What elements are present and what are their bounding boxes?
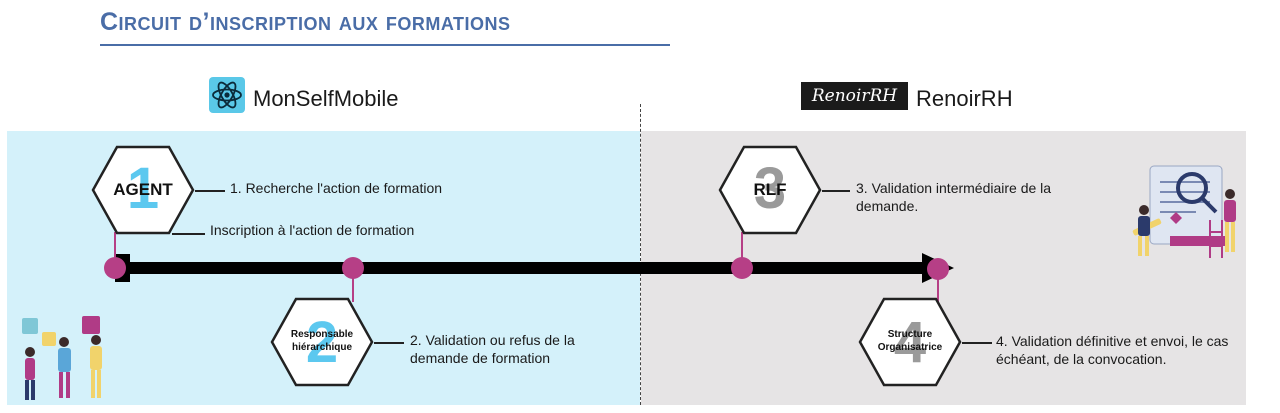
react-atom-icon <box>209 77 245 113</box>
monselfmobile-label: MonSelfMobile <box>253 86 399 111</box>
timeline-dot-3 <box>731 257 753 279</box>
step-3-actor: RLF <box>753 180 787 199</box>
document-review-illustration <box>1126 160 1244 262</box>
step-2-number: 2 <box>305 310 339 375</box>
step-1-subtext-leader <box>172 233 205 235</box>
step-1-hexagon: 1 AGENT <box>91 145 195 235</box>
step-3-text: 3. Validation intermédiaire de la demand… <box>856 180 1052 214</box>
puzzle-team-illustration <box>16 312 126 404</box>
renoirrh-logo: RenoirRH <box>801 82 908 110</box>
step-2-connector <box>352 270 354 302</box>
step-2-text: 2. Validation ou refus de la demande de … <box>410 332 575 366</box>
step-3-connector <box>741 232 743 268</box>
step-4-text: 4. Validation définitive et envoi, le ca… <box>996 333 1229 367</box>
renoirrh-label: RenoirRH <box>916 86 1013 111</box>
step-1-text: 1. Recherche l'action de formation <box>230 180 443 196</box>
step-3-hexagon: 3 RLF <box>718 145 822 235</box>
step-2-text-leader <box>374 342 404 344</box>
panel-divider <box>640 104 641 405</box>
step-4-hexagon: 4 Structure Organisatrice <box>858 297 962 387</box>
step-1-actor: AGENT <box>113 180 173 199</box>
step-1-number: 1 <box>126 156 160 221</box>
step-4-number: 4 <box>893 310 927 375</box>
step-1-subtext: Inscription à l'action de formation <box>210 222 415 238</box>
step-4-text-leader <box>962 342 992 344</box>
step-2-actor: Responsable hiérarchique <box>290 329 354 353</box>
step-1-text-leader <box>195 190 225 192</box>
step-3-number: 3 <box>753 156 787 221</box>
step-2-hexagon: 2 Responsable hiérarchique <box>270 297 374 387</box>
timeline-dot-2 <box>342 257 364 279</box>
step-1-connector <box>114 232 116 268</box>
timeline-dot-1 <box>104 257 126 279</box>
step-3-text-leader <box>822 190 850 192</box>
timeline-arrow <box>116 262 926 274</box>
page-title: Circuit d’inscription aux formations <box>100 8 511 36</box>
step-4-connector <box>937 270 939 302</box>
timeline-dot-4 <box>927 258 949 280</box>
step-4-actor: Structure Organisatrice <box>877 329 943 353</box>
title-underline <box>100 44 670 46</box>
